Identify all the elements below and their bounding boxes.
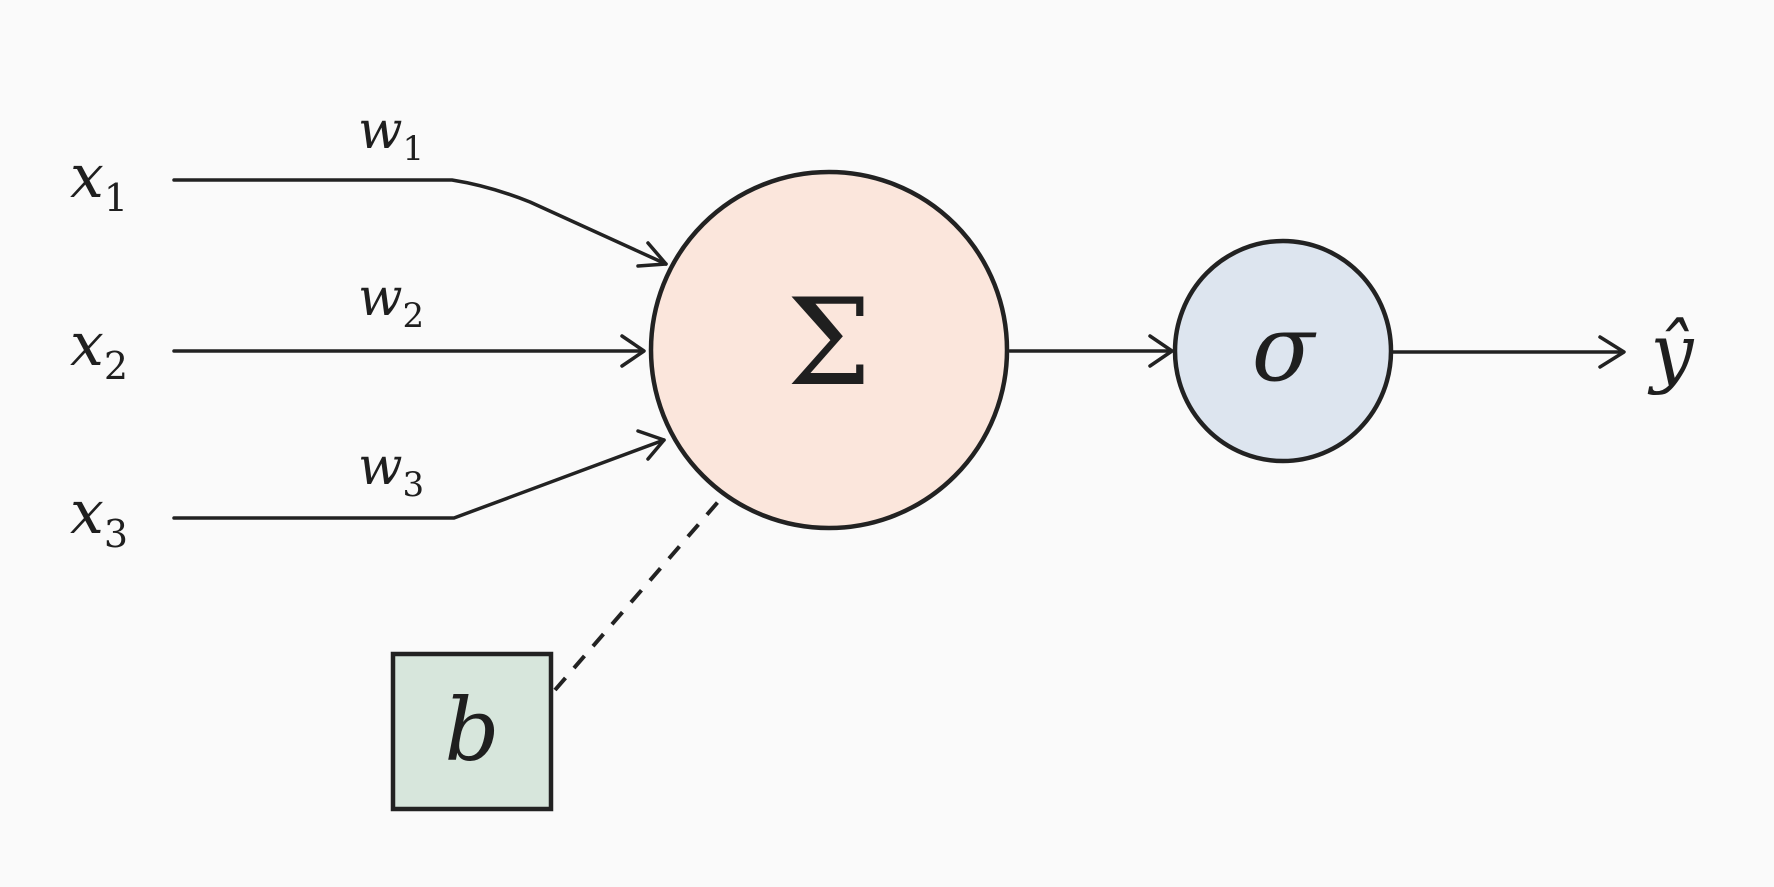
edge-x3-to-sum — [172, 429, 666, 520]
weight-w1-label: w1 — [358, 101, 424, 169]
weight-w2-label: w2 — [358, 268, 424, 336]
activation-symbol: σ — [1252, 295, 1317, 402]
bias-node — [390, 651, 554, 812]
input-x3-label: x3 — [70, 478, 128, 556]
edge-activation-to-output — [1390, 335, 1626, 369]
input-x1-label: x1 — [70, 142, 128, 220]
input-x2-label: x2 — [70, 310, 128, 388]
edge-sum-to-activation — [1008, 334, 1174, 368]
bias-symbol: b — [444, 681, 499, 781]
summation-node — [648, 169, 1010, 531]
edge-bias-to-sum — [553, 493, 726, 692]
output-y-hat-label: ŷ — [1648, 307, 1695, 396]
summation-symbol: Σ — [787, 274, 872, 413]
edge-x2-to-sum — [172, 334, 646, 368]
weight-w3-label: w3 — [358, 437, 424, 505]
edge-x1-to-sum — [172, 178, 668, 268]
